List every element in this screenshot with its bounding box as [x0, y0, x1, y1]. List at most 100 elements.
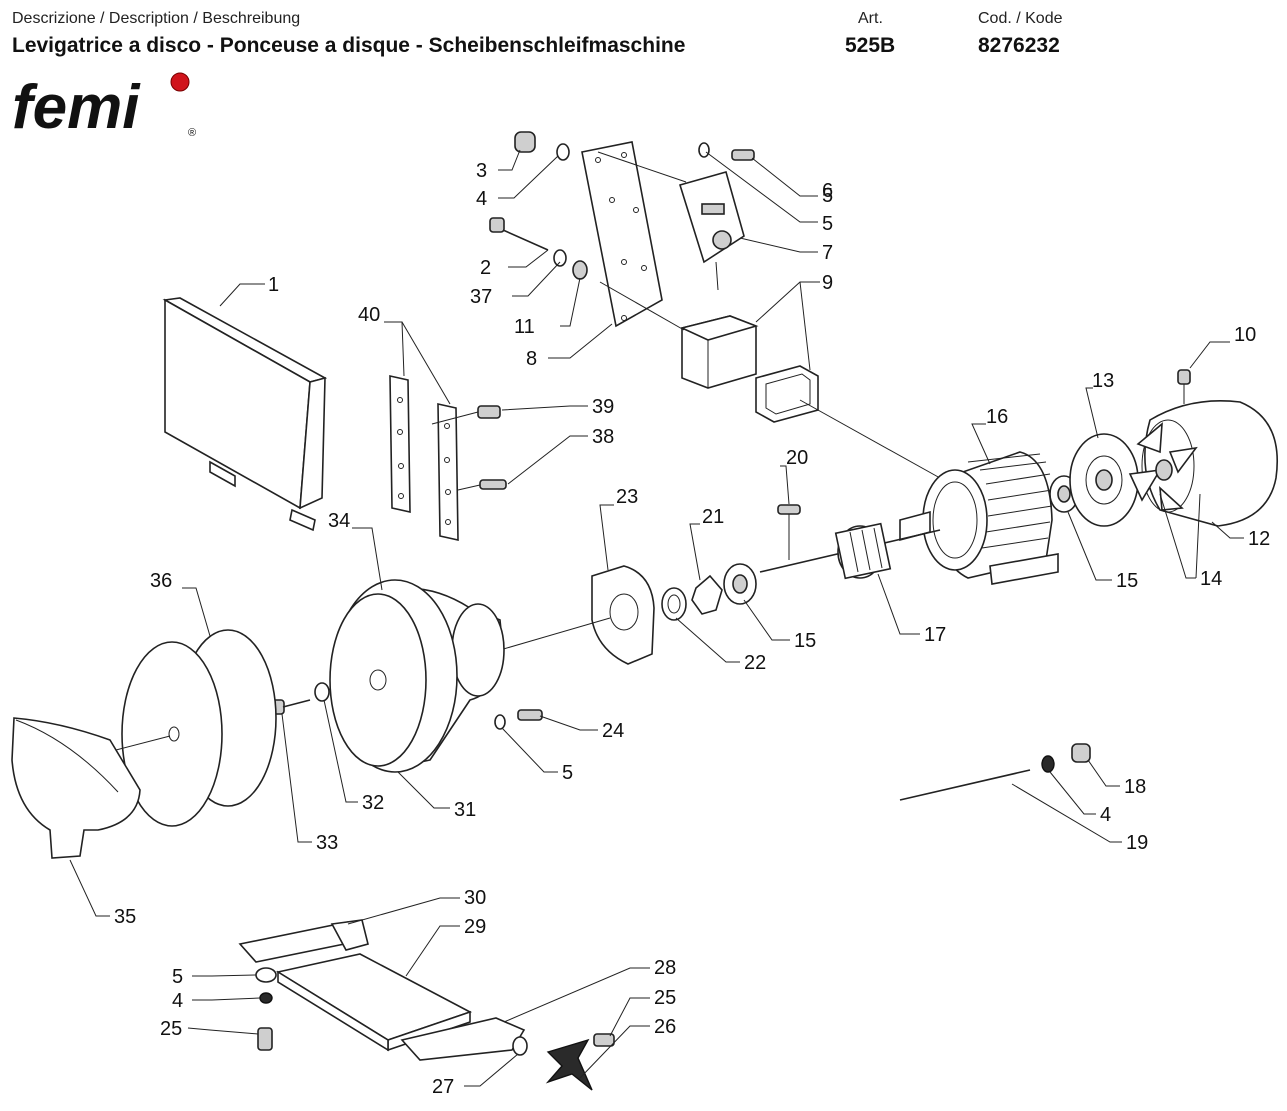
leader-line: [599, 281, 685, 331]
part-20-key: [777, 504, 801, 560]
part-18-nut: [1071, 743, 1091, 763]
callout-8: 8: [526, 348, 537, 370]
part-30-hinge-plate: [238, 919, 369, 963]
callout-35: 35: [114, 906, 136, 928]
callout-2: 2: [480, 257, 491, 279]
callout-5b: 5: [822, 213, 833, 235]
part-16-stator: [899, 451, 1059, 585]
callout-40: 40: [358, 304, 380, 326]
callout-33: 33: [316, 832, 338, 854]
part-4-washer-stud: [1041, 755, 1055, 773]
callout-labels: 1 2 3 4 5 6 5 7 9 37 11 8 10 13 16 39 40…: [114, 160, 1270, 1098]
part-19-stud: [899, 769, 1031, 801]
part-25-screw-base: [257, 1027, 273, 1051]
description-value: Levigatrice a disco - Ponceuse a disque …: [12, 34, 686, 57]
article-label: Art.: [858, 10, 883, 27]
part-13-rear-endshield: [1069, 433, 1139, 527]
callout-24: 24: [602, 720, 624, 742]
part-31-disc-plate: [329, 579, 458, 773]
callout-32: 32: [362, 792, 384, 814]
callout-37: 37: [470, 286, 492, 308]
logo-wordmark: femi: [12, 73, 141, 142]
part-11-washer: [572, 260, 588, 280]
code-label: Cod. / Kode: [978, 10, 1063, 27]
callout-30: 30: [464, 887, 486, 909]
callout-19: 19: [1126, 832, 1148, 854]
part-26-star-knob: [545, 1038, 593, 1091]
part-36-abrasive-discs: [115, 629, 277, 827]
callout-39: 39: [592, 396, 614, 418]
part-24-screw: [517, 709, 543, 721]
callout-23: 23: [616, 486, 638, 508]
part-39-knob-screw: [431, 405, 501, 425]
part-21-spring-washer: [691, 574, 723, 615]
part-4-washer-base: [259, 992, 273, 1004]
callout-11: 11: [514, 316, 535, 338]
femi-logo: femi ®: [12, 72, 196, 142]
callout-28: 28: [654, 957, 676, 979]
part-4-washer: [556, 143, 570, 161]
part-2-bolt: [489, 217, 549, 251]
callout-leaders: [69, 149, 1244, 1087]
part-5-washer-top: [698, 142, 710, 158]
part-37-washer: [553, 249, 567, 267]
callout-4-stud: 4: [1100, 804, 1111, 826]
callout-38: 38: [592, 426, 614, 448]
part-9-switch-box: [679, 315, 819, 423]
part-6-screw: [731, 149, 755, 161]
callout-31: 31: [454, 799, 476, 821]
callout-4: 4: [476, 188, 487, 210]
leader-line: [799, 399, 941, 479]
callout-6: 6: [822, 180, 833, 202]
callout-1: 1: [268, 274, 279, 296]
callout-34: 34: [328, 510, 350, 532]
callout-14: 14: [1200, 568, 1222, 590]
callout-5-base: 5: [172, 966, 183, 988]
part-3-nut: [514, 131, 536, 153]
callout-5-mid: 5: [562, 762, 573, 784]
callout-26: 26: [654, 1016, 676, 1038]
callout-12: 12: [1248, 528, 1270, 550]
leader-line: [597, 151, 687, 183]
part-14-fan: [1128, 422, 1198, 511]
callout-13: 13: [1092, 370, 1114, 392]
callout-15-rear: 15: [1116, 570, 1138, 592]
part-40-brackets: [389, 374, 459, 542]
callout-7: 7: [822, 242, 833, 264]
part-22-seal-ring: [661, 587, 687, 621]
callout-22: 22: [744, 652, 766, 674]
callout-20: 20: [786, 447, 808, 469]
callout-15-front: 15: [794, 630, 816, 652]
callout-9: 9: [822, 272, 833, 294]
part-25-screw-right: [593, 1033, 615, 1047]
callout-25-right: 25: [654, 987, 676, 1009]
part-7-switch: [678, 171, 745, 291]
callout-3: 3: [476, 160, 487, 182]
trademark-symbol: ®: [188, 127, 196, 139]
part-27-washer: [512, 1036, 528, 1056]
part-23-front-flange: [499, 565, 655, 665]
part-5-washer-base: [255, 967, 277, 983]
part-1-guard-plate: [162, 297, 328, 532]
code-value: 8276232: [978, 34, 1060, 57]
callout-29: 29: [464, 916, 486, 938]
callout-18: 18: [1124, 776, 1146, 798]
part-35-dust-hood: [11, 717, 141, 859]
callout-16: 16: [986, 406, 1008, 428]
part-8-switch-plate: [581, 141, 663, 328]
callout-17: 17: [924, 624, 946, 646]
part-32-washer: [314, 682, 330, 702]
callout-36: 36: [150, 570, 172, 592]
part-10-screw: [1177, 369, 1191, 404]
callout-4-base: 4: [172, 990, 183, 1012]
callout-25-base: 25: [160, 1018, 182, 1040]
callout-21: 21: [702, 506, 724, 528]
description-label: Descrizione / Description / Beschreibung: [12, 10, 301, 27]
callout-10: 10: [1234, 324, 1256, 346]
callout-5: 5: [822, 185, 833, 207]
part-17-rotor-shaft: [759, 522, 941, 580]
callout-27: 27: [432, 1076, 454, 1098]
logo-dot: [170, 72, 190, 92]
part-5-washer-mid: [494, 714, 506, 730]
